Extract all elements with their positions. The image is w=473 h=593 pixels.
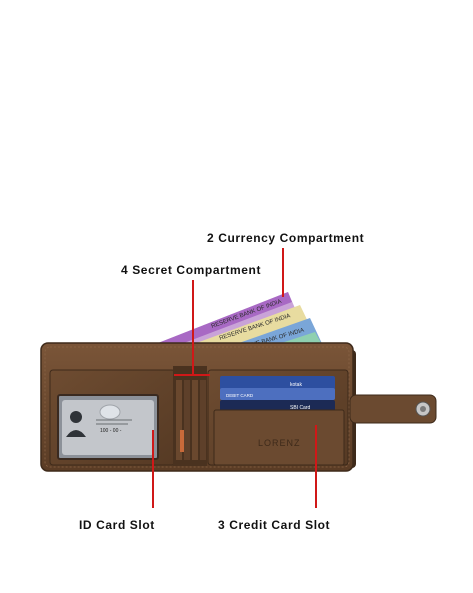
id-card-number: 100 - 00 - [100, 428, 122, 434]
id-photo-body [66, 430, 86, 437]
secret-slot-1 [176, 380, 182, 460]
snap-strap [349, 394, 437, 424]
card-kotak-label: kotak [290, 382, 302, 388]
secret-slot-3 [192, 380, 198, 460]
card-slot-pocket [213, 409, 345, 466]
currency-compartment-label: 2 Currency Compartment [207, 231, 365, 245]
id-card [62, 400, 154, 455]
brand-emboss: LORENZ [258, 438, 301, 448]
id-hologram [99, 404, 121, 420]
secret-slot-4 [200, 380, 206, 460]
secret-slot-2 [184, 380, 190, 460]
card-debit [220, 388, 335, 400]
credit-card-slot-label: 3 Credit Card Slot [218, 518, 331, 532]
id-card-slot-label: ID Card Slot [79, 518, 155, 532]
id-photo-head [70, 411, 82, 423]
card-debit-label: DEBIT CARD [226, 393, 254, 398]
secret-compartment-label: 4 Secret Compartment [121, 263, 262, 277]
callout-lines [152, 248, 317, 508]
card-sbi-label: SBI Card [290, 405, 311, 411]
card-sbi [220, 400, 335, 412]
card-kotak [220, 376, 335, 390]
